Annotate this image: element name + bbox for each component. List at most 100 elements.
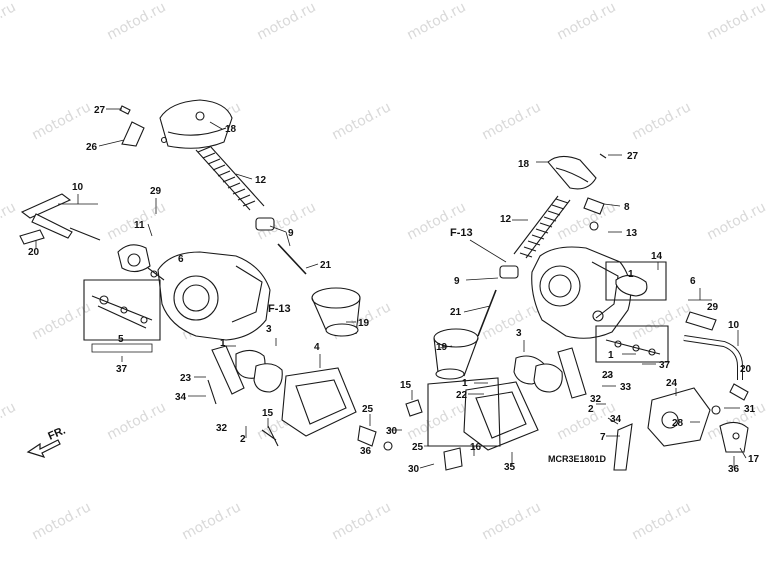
part-label-36: 36: [360, 446, 372, 457]
part-label-20b: 20: [740, 364, 752, 375]
part-label-32: 32: [216, 423, 228, 434]
part-label-30b: 30: [408, 464, 420, 475]
part-label-10: 10: [72, 182, 84, 193]
ref-label-f13-left[interactable]: F-13: [268, 303, 291, 315]
front-direction-indicator: FR.: [26, 425, 67, 458]
front-arrow-icon: [26, 439, 61, 458]
part-label-3b: 3: [516, 328, 522, 339]
watermark-text: motod.ru: [629, 499, 693, 543]
part-label-14: 14: [651, 251, 663, 262]
right-side-bracket-group: [595, 261, 669, 363]
part-label-4: 4: [314, 342, 320, 353]
right-jet-needle: [477, 265, 519, 337]
left-screw-clip: [119, 105, 145, 147]
watermark-text: motod.ru: [554, 0, 618, 44]
part-label-8: 8: [624, 202, 630, 213]
part-label-16: 16: [470, 442, 482, 453]
right-top-cover: [547, 153, 607, 190]
part-label-37: 37: [116, 364, 128, 375]
part-label-9: 9: [288, 228, 294, 239]
part-label-37b: 37: [659, 360, 671, 371]
right-float-chamber: [427, 377, 539, 451]
part-label-18: 18: [225, 124, 237, 135]
watermark-text: motod.ru: [479, 99, 543, 143]
part-drawings: [19, 99, 749, 471]
right-hose: [683, 311, 749, 401]
part-label-19: 19: [358, 318, 370, 329]
right-lower-small-parts: [405, 399, 721, 471]
part-label-23: 23: [180, 373, 192, 384]
watermark-text: motod.ru: [104, 0, 168, 44]
part-label-25: 25: [362, 404, 374, 415]
part-label-15: 15: [262, 408, 274, 419]
ref-label-f13-right[interactable]: F-13: [450, 227, 473, 239]
part-label-23b: 23: [602, 370, 614, 381]
part-label-18b: 18: [518, 159, 530, 170]
part-label-13: 13: [626, 228, 638, 239]
part-label-17: 17: [748, 454, 760, 465]
watermark-text: motod.ru: [404, 0, 468, 44]
part-label-22: 22: [456, 390, 468, 401]
diagram-code: MCR3E1801D: [548, 454, 607, 464]
left-top-cover: [159, 99, 233, 149]
leader-lines: [35, 108, 747, 469]
right-intake-funnel: [433, 328, 479, 380]
left-intake-funnel: [311, 287, 361, 337]
part-label-29: 29: [150, 186, 162, 197]
left-jet-needle: [255, 217, 307, 275]
left-carb-body: [117, 244, 271, 341]
part-label-21b: 21: [450, 307, 462, 318]
part-label-1c: 1: [608, 350, 614, 361]
part-label-34: 34: [175, 392, 187, 403]
part-label-34b: 34: [610, 414, 622, 425]
part-label-10b: 10: [728, 320, 740, 331]
right-lower-bracket: [647, 387, 749, 453]
part-label-36b: 36: [728, 464, 740, 475]
watermark-text: motod.ru: [0, 0, 19, 44]
right-choke-parts: [513, 347, 587, 399]
watermark-text: motod.ru: [704, 199, 768, 243]
part-label-7: 7: [600, 432, 606, 443]
watermark-text: motod.ru: [479, 499, 543, 543]
part-label-30: 30: [386, 426, 398, 437]
watermark-text: motod.ru: [329, 99, 393, 143]
part-label-32b: 32: [590, 394, 602, 405]
part-label-31: 31: [744, 404, 756, 415]
part-label-15b: 15: [400, 380, 412, 391]
left-hose: [19, 193, 101, 245]
front-label: FR.: [46, 425, 67, 443]
part-label-28: 28: [672, 418, 684, 429]
part-label-1d: 1: [462, 378, 468, 389]
watermark-text: motod.ru: [29, 99, 93, 143]
watermark-text: motod.ru: [254, 0, 318, 44]
watermark-text: motod.ru: [554, 399, 618, 443]
part-label-2: 2: [240, 434, 246, 445]
part-label-12: 12: [255, 175, 267, 186]
watermark-text: motod.ru: [0, 199, 19, 243]
right-carb-body: [531, 246, 632, 339]
watermark-text: motod.ru: [179, 499, 243, 543]
left-spring: [195, 145, 265, 211]
part-label-21: 21: [320, 260, 332, 271]
watermark-text: motod.ru: [104, 399, 168, 443]
part-label-27b: 27: [627, 151, 639, 162]
part-label-2b: 2: [588, 404, 594, 415]
watermark-text: motod.ru: [329, 499, 393, 543]
part-label-5: 5: [118, 334, 124, 345]
part-label-33: 33: [620, 382, 632, 393]
watermark-layer: motod.ru motod.ru motod.ru motod.ru motod.ru…: [0, 0, 768, 544]
left-float-chamber: [261, 367, 357, 447]
part-label-35: 35: [504, 462, 516, 473]
part-label-6: 6: [178, 254, 184, 265]
part-label-1b: 1: [628, 269, 634, 280]
part-label-3: 3: [266, 324, 272, 335]
left-side-bracket-group: [83, 279, 161, 341]
part-label-12b: 12: [500, 214, 512, 225]
watermark-text: motod.ru: [629, 99, 693, 143]
part-label-24: 24: [666, 378, 678, 389]
left-lower-parts: [357, 425, 393, 451]
left-choke-parts: [207, 345, 283, 405]
watermark-text: motod.ru: [29, 499, 93, 543]
